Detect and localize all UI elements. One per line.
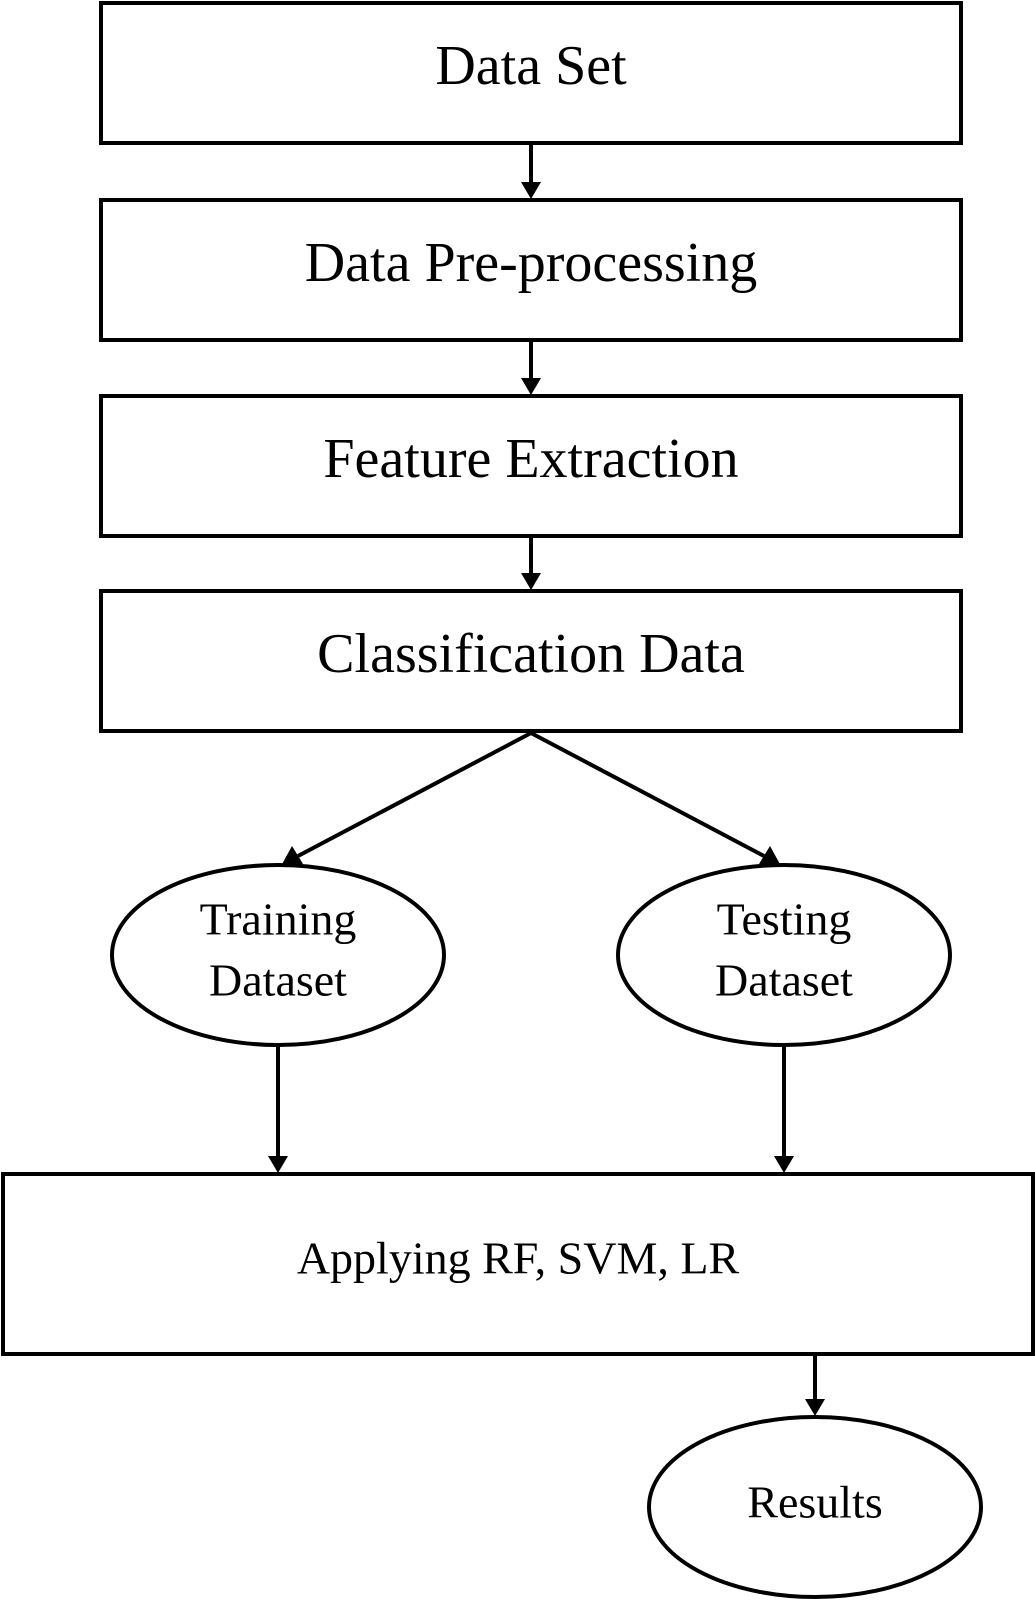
node-pre-processing-label: Data Pre-processing — [305, 232, 758, 294]
node-testing: Testing Dataset — [616, 863, 952, 1047]
edge-feature-extraction-to-classification — [521, 536, 541, 590]
node-testing-line1: Testing — [717, 894, 852, 945]
edge-classification-to-training — [281, 731, 532, 866]
edge-classification-to-testing — [530, 731, 781, 866]
edge-testing-to-applying — [774, 1045, 794, 1173]
node-feature-extraction-label: Feature Extraction — [323, 428, 738, 490]
edge-applying-to-results — [805, 1354, 825, 1416]
node-training: Training Dataset — [110, 863, 446, 1047]
node-applying-label: Applying RF, SVM, LR — [297, 1233, 740, 1284]
node-training-line1: Training — [200, 894, 357, 945]
node-data-set-label: Data Set — [435, 35, 627, 97]
node-results-label: Results — [747, 1477, 882, 1528]
node-feature-extraction: Feature Extraction — [99, 394, 963, 538]
edge-training-to-applying — [268, 1045, 288, 1173]
node-training-line2: Dataset — [209, 955, 347, 1006]
node-classification-label: Classification Data — [317, 623, 745, 685]
edge-pre-processing-to-feature-extraction — [521, 340, 541, 395]
node-applying: Applying RF, SVM, LR — [1, 1172, 1035, 1356]
node-results: Results — [647, 1415, 983, 1599]
node-pre-processing: Data Pre-processing — [99, 198, 963, 342]
node-data-set: Data Set — [99, 1, 963, 145]
node-classification: Classification Data — [99, 589, 963, 733]
edge-data-set-to-pre-processing — [521, 143, 541, 199]
node-testing-line2: Dataset — [715, 955, 853, 1006]
